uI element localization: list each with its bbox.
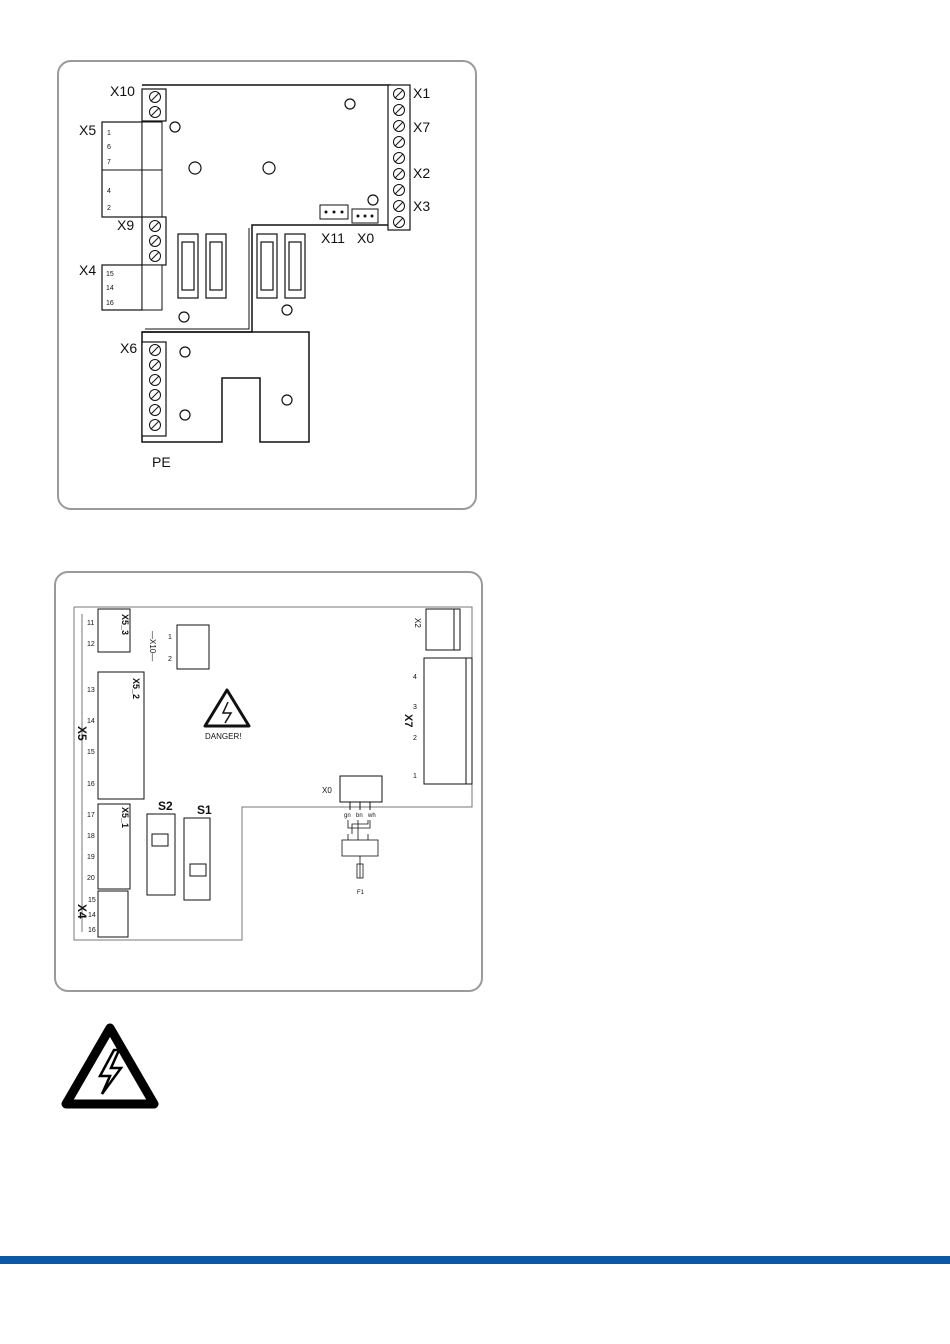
- terminal-x5: [102, 122, 162, 217]
- connector-x7: [424, 658, 472, 784]
- high-voltage-warning-icon: [58, 1020, 162, 1112]
- label-x6: X6: [120, 340, 137, 356]
- label-x11: X11: [321, 230, 345, 246]
- switch-s2: [147, 814, 175, 895]
- connector-x10: [177, 625, 209, 669]
- x5-pin-label: 4: [107, 188, 111, 195]
- label-x2: X2: [413, 618, 422, 628]
- connector-x0: [352, 209, 378, 223]
- pin-label: 14: [88, 912, 96, 919]
- x5-pin-label: 6: [107, 144, 111, 151]
- terminal-x6: [142, 342, 166, 436]
- pin-label: 16: [87, 781, 95, 788]
- pin-label: 17: [87, 812, 95, 819]
- pin-label: 11: [87, 620, 94, 627]
- label-x5-1: X5_1: [120, 807, 130, 828]
- connector-x0: [340, 776, 382, 802]
- wire-label: gn: [344, 813, 351, 819]
- pin-label: 15: [88, 897, 96, 904]
- connector-x11: [320, 205, 348, 219]
- pin-label: 12: [87, 641, 95, 648]
- label-x5: X5: [79, 122, 96, 138]
- x5-pin-label: 1: [107, 130, 111, 137]
- switch-s1-slider: [190, 864, 206, 876]
- label-x0: X0: [357, 230, 374, 246]
- switch-s1: [184, 818, 210, 900]
- pin-label: 13: [87, 687, 95, 694]
- lower-board-outline: [142, 332, 309, 442]
- label-x10: X10: [110, 83, 135, 99]
- danger-label: DANGER!: [205, 732, 241, 741]
- label-x3: X3: [413, 198, 430, 214]
- pin-label: 2: [413, 735, 417, 742]
- pin-label: 1: [413, 773, 417, 780]
- label-x5-2: X5_2: [131, 678, 141, 699]
- pin-label: 18: [87, 833, 95, 840]
- pin-label: 14: [87, 718, 95, 725]
- wire-label: bn: [356, 813, 363, 819]
- label-x7: X7: [402, 714, 414, 727]
- x5-pin-label: 7: [107, 159, 111, 166]
- x5-pin-label: 2: [107, 205, 111, 212]
- terminal-diagram-frame: 1 6 7 4 2 15 14 16: [57, 60, 477, 510]
- connector-x2: [426, 609, 460, 650]
- pin-label: 4: [413, 674, 417, 681]
- terminal-board-drawing: 1 6 7 4 2 15 14 16: [59, 62, 475, 508]
- pcb-drawing: X5_3 X5_2 X5_1 X5 X4 11 12 13 14 15 16 1…: [56, 573, 481, 990]
- wire-label: wh: [367, 813, 376, 819]
- relays: [178, 234, 305, 298]
- pin-label: 1: [168, 634, 172, 641]
- connector-x4: [98, 891, 128, 937]
- pin-label: 3: [413, 704, 417, 711]
- pin-label: 16: [88, 927, 96, 934]
- x4-pin-label: 15: [106, 271, 114, 278]
- label-x4: X4: [79, 262, 96, 278]
- label-x7: X7: [413, 119, 430, 135]
- label-s2: S2: [158, 799, 173, 813]
- label-x1: X1: [413, 85, 430, 101]
- terminal-column-right: [388, 85, 410, 230]
- x4-pin-label: 16: [106, 300, 114, 307]
- label-x0: X0: [322, 786, 332, 795]
- fuse-f1: [342, 820, 378, 878]
- pin-label: 19: [87, 854, 95, 861]
- label-x5: X5: [75, 726, 89, 741]
- label-x5-3: X5_3: [120, 614, 130, 635]
- label-x9: X9: [117, 217, 134, 233]
- pin-label: 20: [87, 875, 95, 882]
- label-x2: X2: [413, 165, 430, 181]
- terminal-x9: [142, 217, 166, 265]
- pin-label: 15: [87, 749, 95, 756]
- danger-warning-icon: [205, 690, 249, 726]
- label-x4: X4: [75, 904, 89, 919]
- switch-s2-slider: [152, 834, 168, 846]
- label-x10: —X10—: [148, 631, 157, 661]
- pin-label: 2: [168, 656, 172, 663]
- pcb-diagram-frame: X5_3 X5_2 X5_1 X5 X4 11 12 13 14 15 16 1…: [54, 571, 483, 992]
- x4-pin-label: 14: [106, 285, 114, 292]
- label-fuse: F1: [357, 890, 365, 896]
- footer-accent-bar: [0, 1256, 950, 1264]
- label-pe: PE: [152, 454, 171, 470]
- terminal-x10: [142, 89, 166, 121]
- label-s1: S1: [197, 803, 212, 817]
